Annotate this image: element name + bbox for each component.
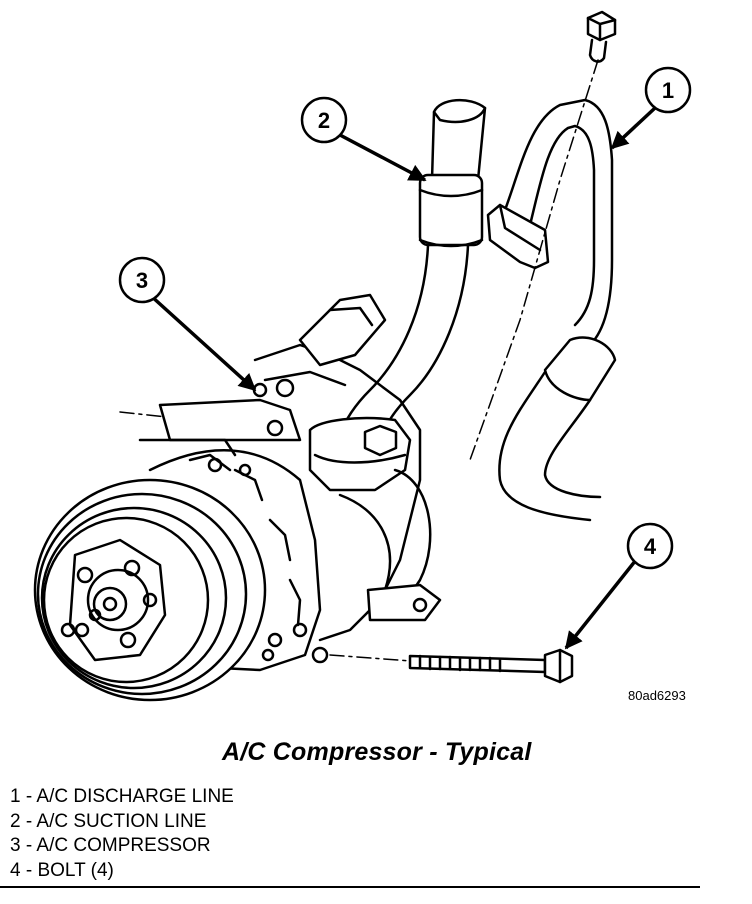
- legend-number: 3: [10, 835, 21, 856]
- callout-1-label: 1: [662, 78, 674, 103]
- compressor-body: [138, 293, 442, 672]
- legend-text: - BOLT (4): [20, 859, 114, 881]
- legend-text: - A/C SUCTION LINE: [20, 810, 207, 832]
- suction-line: [338, 98, 487, 442]
- callout-4-label: 4: [644, 534, 657, 559]
- clutch-pulley: [33, 478, 267, 702]
- legend-item: 4 - BOLT (4): [10, 859, 234, 884]
- bottom-divider: [0, 886, 700, 888]
- callout-2-label: 2: [318, 108, 330, 133]
- legend-item: 1 - A/C DISCHARGE LINE: [10, 785, 234, 810]
- callout-1: 1: [644, 66, 692, 114]
- discharge-line: [486, 98, 617, 522]
- callout-3-label: 3: [136, 268, 148, 293]
- legend-number: 1: [10, 786, 21, 807]
- callout-3: 3: [118, 256, 166, 304]
- compressor-illustration: 1 2 3 4: [33, 10, 692, 702]
- legend-number: 2: [10, 810, 21, 832]
- mounting-bolt: [408, 648, 574, 684]
- legend-item: 2 - A/C SUCTION LINE: [10, 810, 234, 835]
- parts-legend: 1 - A/C DISCHARGE LINE 2 - A/C SUCTION L…: [10, 785, 234, 883]
- callout-2: 2: [300, 96, 348, 144]
- figure-code: 80ad6293: [628, 688, 686, 703]
- legend-item: 3 - A/C COMPRESSOR: [10, 834, 234, 859]
- legend-text: - A/C COMPRESSOR: [20, 835, 211, 856]
- stud-bolt: [586, 10, 617, 63]
- legend-text: - A/C DISCHARGE LINE: [20, 786, 234, 807]
- legend-number: 4: [10, 859, 21, 881]
- callout-4: 4: [626, 522, 674, 570]
- figure-caption: A/C Compressor - Typical: [222, 738, 532, 766]
